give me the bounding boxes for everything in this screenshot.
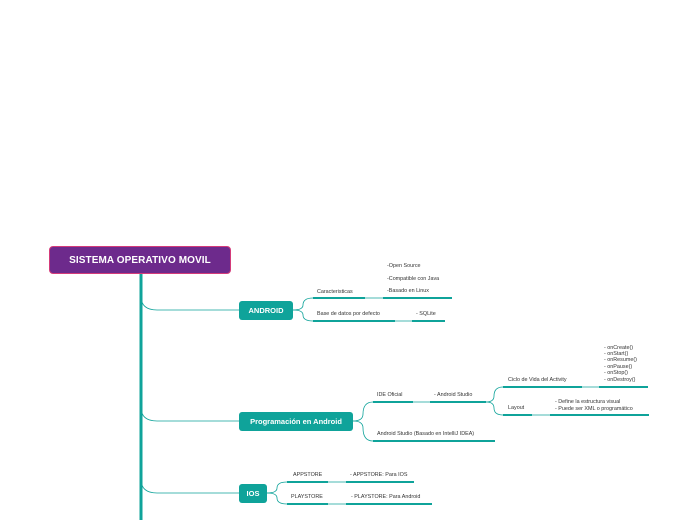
topic-ciclo-item[interactable]: - onStart() [604, 351, 629, 357]
connector-studio [352, 420, 374, 442]
topic-caracteristicas[interactable]: Caracteristicas [317, 289, 353, 295]
root-node[interactable]: SISTEMA OPERATIVO MOVIL [49, 246, 231, 274]
connector-ciclo [485, 386, 504, 403]
topic-ciclo-item[interactable]: - onResume() [604, 357, 637, 363]
topic-layout-item[interactable]: - Define la estructura visual [555, 399, 621, 405]
topic-caracteristicas-item[interactable]: -Open Source [387, 263, 421, 269]
topic-appstore[interactable]: APPSTORE [293, 472, 323, 478]
connector-android [140, 295, 239, 311]
connector-ios [140, 478, 239, 494]
topic-caracteristicas-item[interactable]: -Compatible con Java [387, 276, 440, 282]
topic-layout[interactable]: Layout [508, 405, 525, 411]
branch-ios[interactable]: IOS [239, 484, 267, 503]
topic-android-studio[interactable]: - Android Studio [434, 392, 473, 398]
topic-ciclo-vida[interactable]: Ciclo de Vida del Activity [508, 377, 567, 383]
topic-ide-oficial[interactable]: IDE Oficial [377, 392, 403, 398]
branch-programacion[interactable]: Programación en Android [239, 412, 353, 431]
connector-programacion [140, 406, 239, 422]
topic-ciclo-item[interactable]: - onStop() [604, 370, 628, 376]
connector-appstore [266, 481, 288, 494]
topic-playstore[interactable]: PLAYSTORE [291, 494, 323, 500]
topic-caracteristicas-item[interactable]: -Basado en Linux [387, 288, 429, 294]
topic-sqlite[interactable]: - SQLite [416, 311, 436, 317]
topic-ciclo-item[interactable]: - onCreate() [604, 345, 634, 351]
connector-layout [485, 401, 504, 416]
topic-ciclo-item[interactable]: - onDestroy() [604, 377, 636, 383]
topic-layout-item[interactable]: - Puede ser XML o programático [555, 406, 633, 412]
topic-appstore-value[interactable]: - APPSTORE: Para IOS [350, 472, 408, 478]
topic-base-datos[interactable]: Base de datos por defecto [317, 311, 380, 317]
connector-playstore [266, 492, 288, 505]
topic-playstore-value[interactable]: - PLAYSTORE: Para Android [351, 494, 421, 500]
topic-ciclo-item[interactable]: - onPause() [604, 364, 633, 370]
connector-base-datos [292, 309, 314, 322]
connector-caracteristicas [292, 297, 314, 311]
branch-android[interactable]: ANDROID [239, 301, 293, 320]
connector-ide [352, 401, 374, 422]
topic-android-studio-intellij[interactable]: Android Studio (Basado en IntelliJ IDEA) [377, 431, 475, 437]
